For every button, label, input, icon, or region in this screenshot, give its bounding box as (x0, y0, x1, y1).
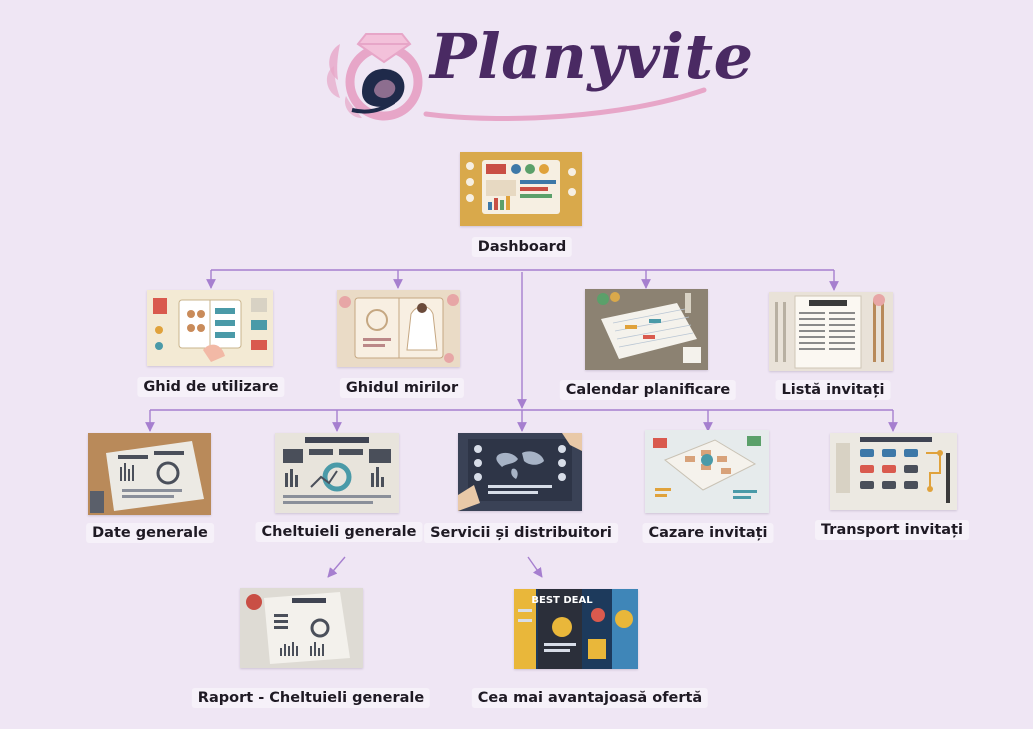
node-label-oferta[interactable]: Cea mai avantajoasă ofertă (471, 688, 709, 708)
ghidul-mirilor-thumbnail[interactable] (337, 290, 460, 367)
best-deal-badge: BEST DEAL (531, 595, 593, 606)
node-label-date-generale[interactable]: Date generale (86, 523, 214, 543)
oferta-thumbnail[interactable]: BEST DEAL (514, 589, 638, 669)
logo-swoosh (423, 87, 707, 122)
node-label-ghidul-mirilor[interactable]: Ghidul mirilor (339, 378, 465, 398)
calendar-thumbnail[interactable] (585, 289, 708, 370)
brand-name: Planyvite (430, 20, 754, 93)
node-label-calendar[interactable]: Calendar planificare (559, 380, 737, 400)
planyvite-logo: Planyvite (322, 14, 753, 126)
date-generale-thumbnail[interactable] (88, 433, 211, 515)
raport-thumbnail[interactable] (240, 588, 363, 668)
node-label-dashboard[interactable]: Dashboard (471, 237, 573, 257)
cheltuieli-thumbnail[interactable] (275, 433, 399, 513)
node-label-ghid-utilizare[interactable]: Ghid de utilizare (137, 377, 285, 397)
cazare-thumbnail[interactable] (645, 430, 769, 513)
ring-icon (326, 33, 423, 121)
transport-thumbnail[interactable] (830, 433, 957, 510)
node-label-lista-invitati[interactable]: Listă invitați (775, 380, 891, 400)
node-label-cheltuieli[interactable]: Cheltuieli generale (255, 522, 423, 542)
node-label-servicii[interactable]: Servicii și distribuitori (424, 523, 618, 543)
node-label-cazare[interactable]: Cazare invitați (642, 523, 774, 543)
dashboard-thumbnail[interactable] (460, 152, 582, 226)
servicii-thumbnail[interactable] (458, 433, 582, 511)
ghid-utilizare-thumbnail[interactable] (147, 290, 273, 366)
lista-invitati-thumbnail[interactable] (769, 292, 893, 371)
node-label-raport[interactable]: Raport - Cheltuieli generale (191, 688, 431, 708)
node-label-transport[interactable]: Transport invitați (815, 520, 969, 540)
